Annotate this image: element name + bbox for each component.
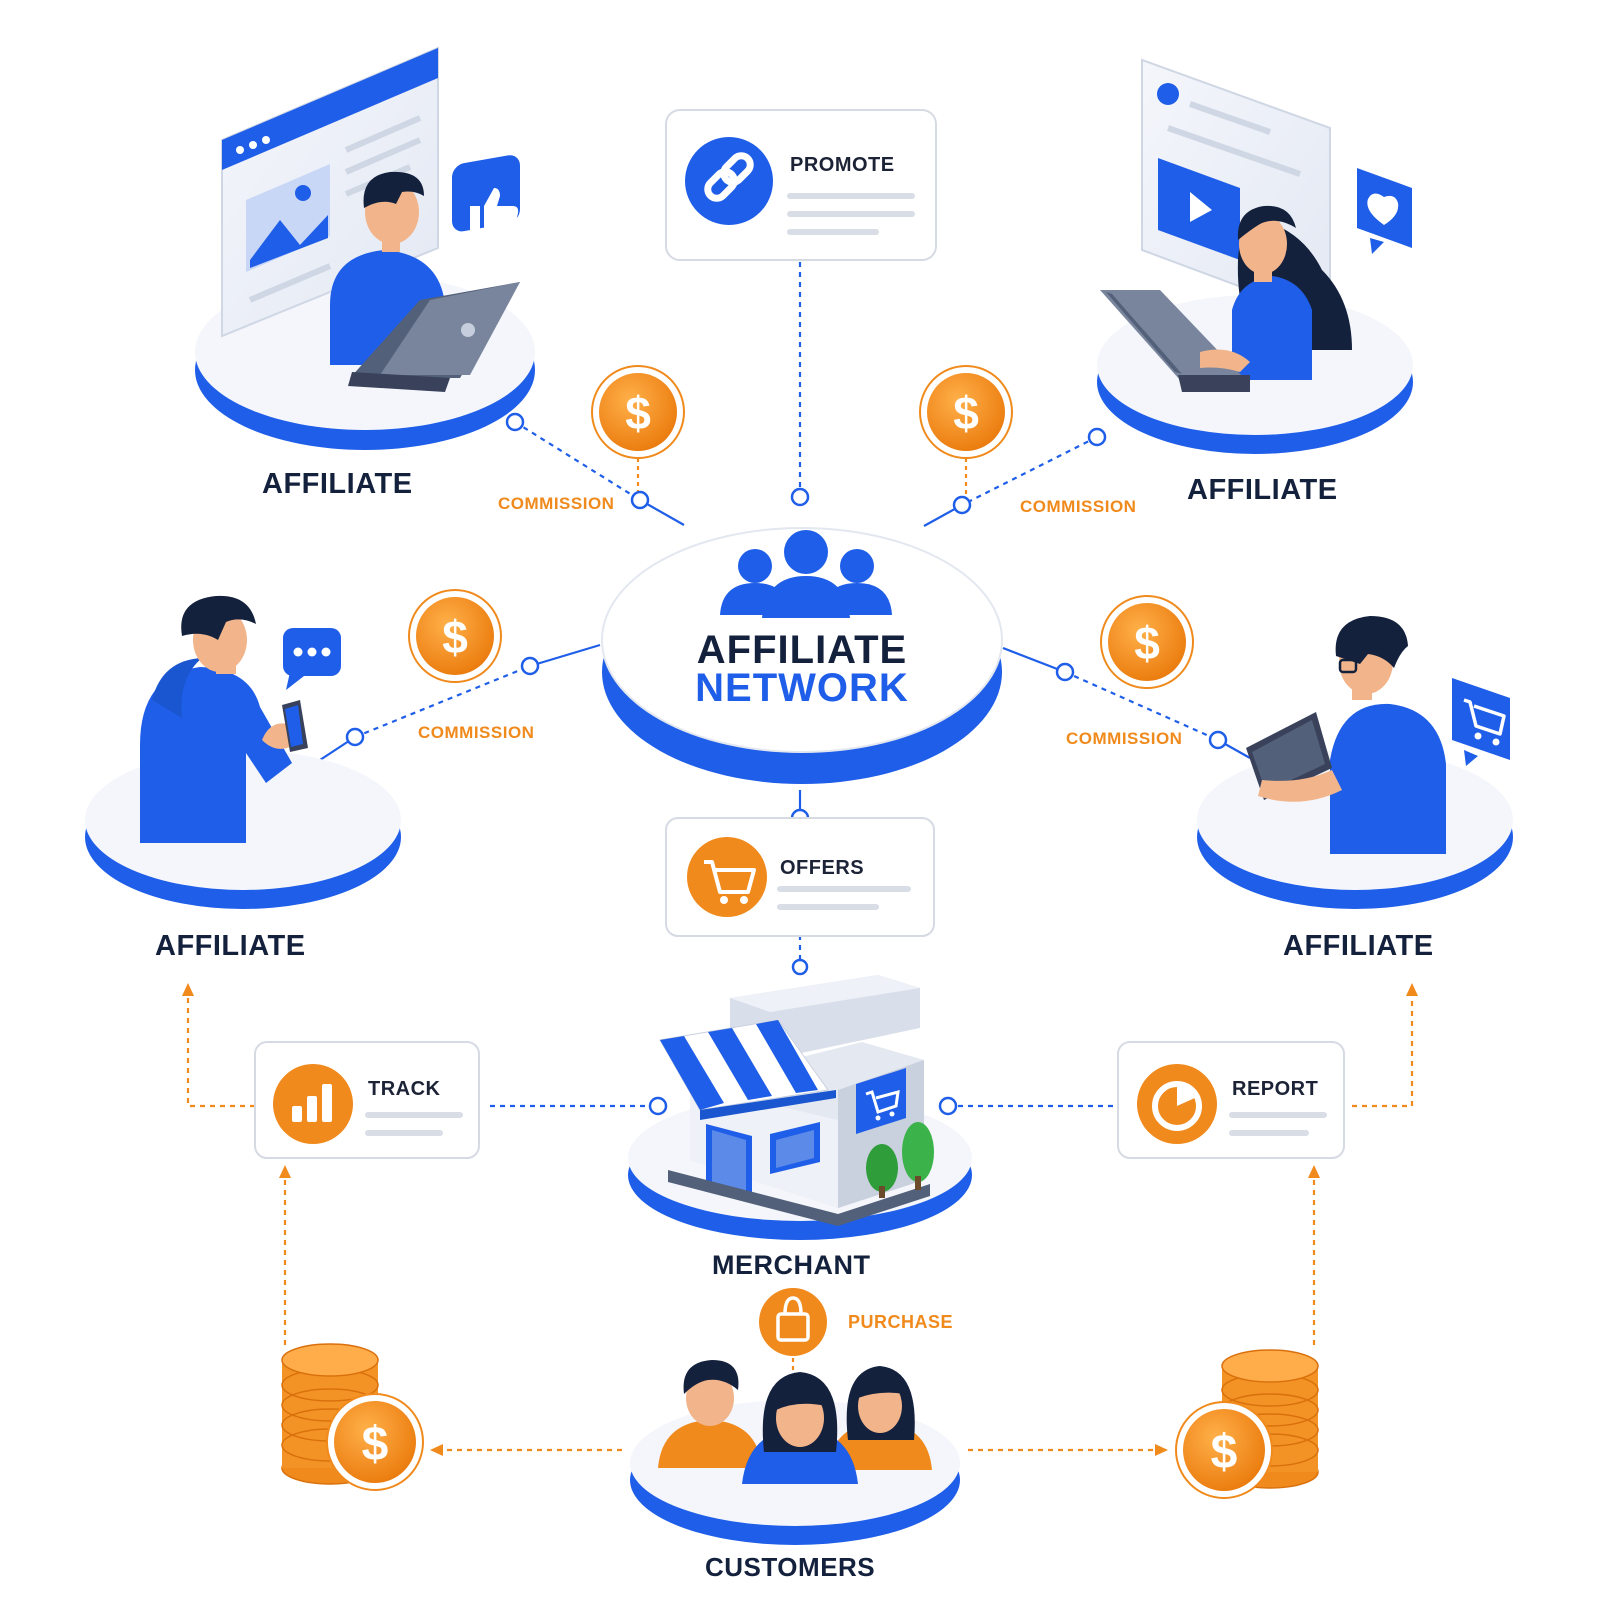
hub-title-line1: AFFILIATE — [602, 630, 1002, 670]
commission-label-top-left: COMMISSION — [498, 494, 614, 514]
promote-card-title: PROMOTE — [790, 154, 895, 177]
svg-text:$: $ — [1211, 1426, 1238, 1479]
merchant-label: MERCHANT — [712, 1250, 871, 1281]
affiliate-label-top-right: AFFILIATE — [1187, 474, 1338, 507]
coin-icon-mid-left: $ — [409, 590, 501, 682]
coin-icon-top-right: $ — [920, 366, 1012, 458]
coin-icon-top-left: $ — [592, 366, 684, 458]
affiliate-label-mid-left: AFFILIATE — [155, 930, 306, 963]
chat-icon — [283, 628, 341, 690]
svg-text:$: $ — [362, 1418, 389, 1471]
thumbs-up-icon — [452, 153, 520, 234]
track-card-title: TRACK — [368, 1078, 441, 1101]
shopping-bag-icon — [759, 1288, 827, 1356]
offers-card-title: OFFERS — [780, 857, 864, 880]
report-card-title: REPORT — [1232, 1078, 1318, 1101]
purchase-label: PURCHASE — [848, 1312, 953, 1333]
affiliate-label-mid-right: AFFILIATE — [1283, 930, 1434, 963]
commission-label-mid-left: COMMISSION — [418, 723, 534, 743]
customers-group-icon — [658, 1360, 932, 1484]
commission-label-top-right: COMMISSION — [1020, 497, 1136, 517]
heart-icon — [1357, 168, 1412, 254]
hub-title-line2: NETWORK — [602, 668, 1002, 708]
svg-text:$: $ — [953, 387, 979, 439]
customers-label: CUSTOMERS — [705, 1552, 875, 1583]
commission-label-mid-right: COMMISSION — [1066, 729, 1182, 749]
cart-icon — [1452, 678, 1510, 766]
svg-text:$: $ — [625, 387, 651, 439]
svg-text:$: $ — [442, 611, 468, 663]
coin-stack-right: $ — [1176, 1350, 1318, 1498]
coin-stack-left: $ — [282, 1344, 423, 1490]
promote-card — [666, 110, 936, 260]
affiliate-label-top-left: AFFILIATE — [262, 468, 413, 501]
track-card — [255, 1042, 479, 1158]
svg-text:$: $ — [1134, 617, 1160, 669]
coin-icon-mid-right: $ — [1101, 596, 1193, 688]
